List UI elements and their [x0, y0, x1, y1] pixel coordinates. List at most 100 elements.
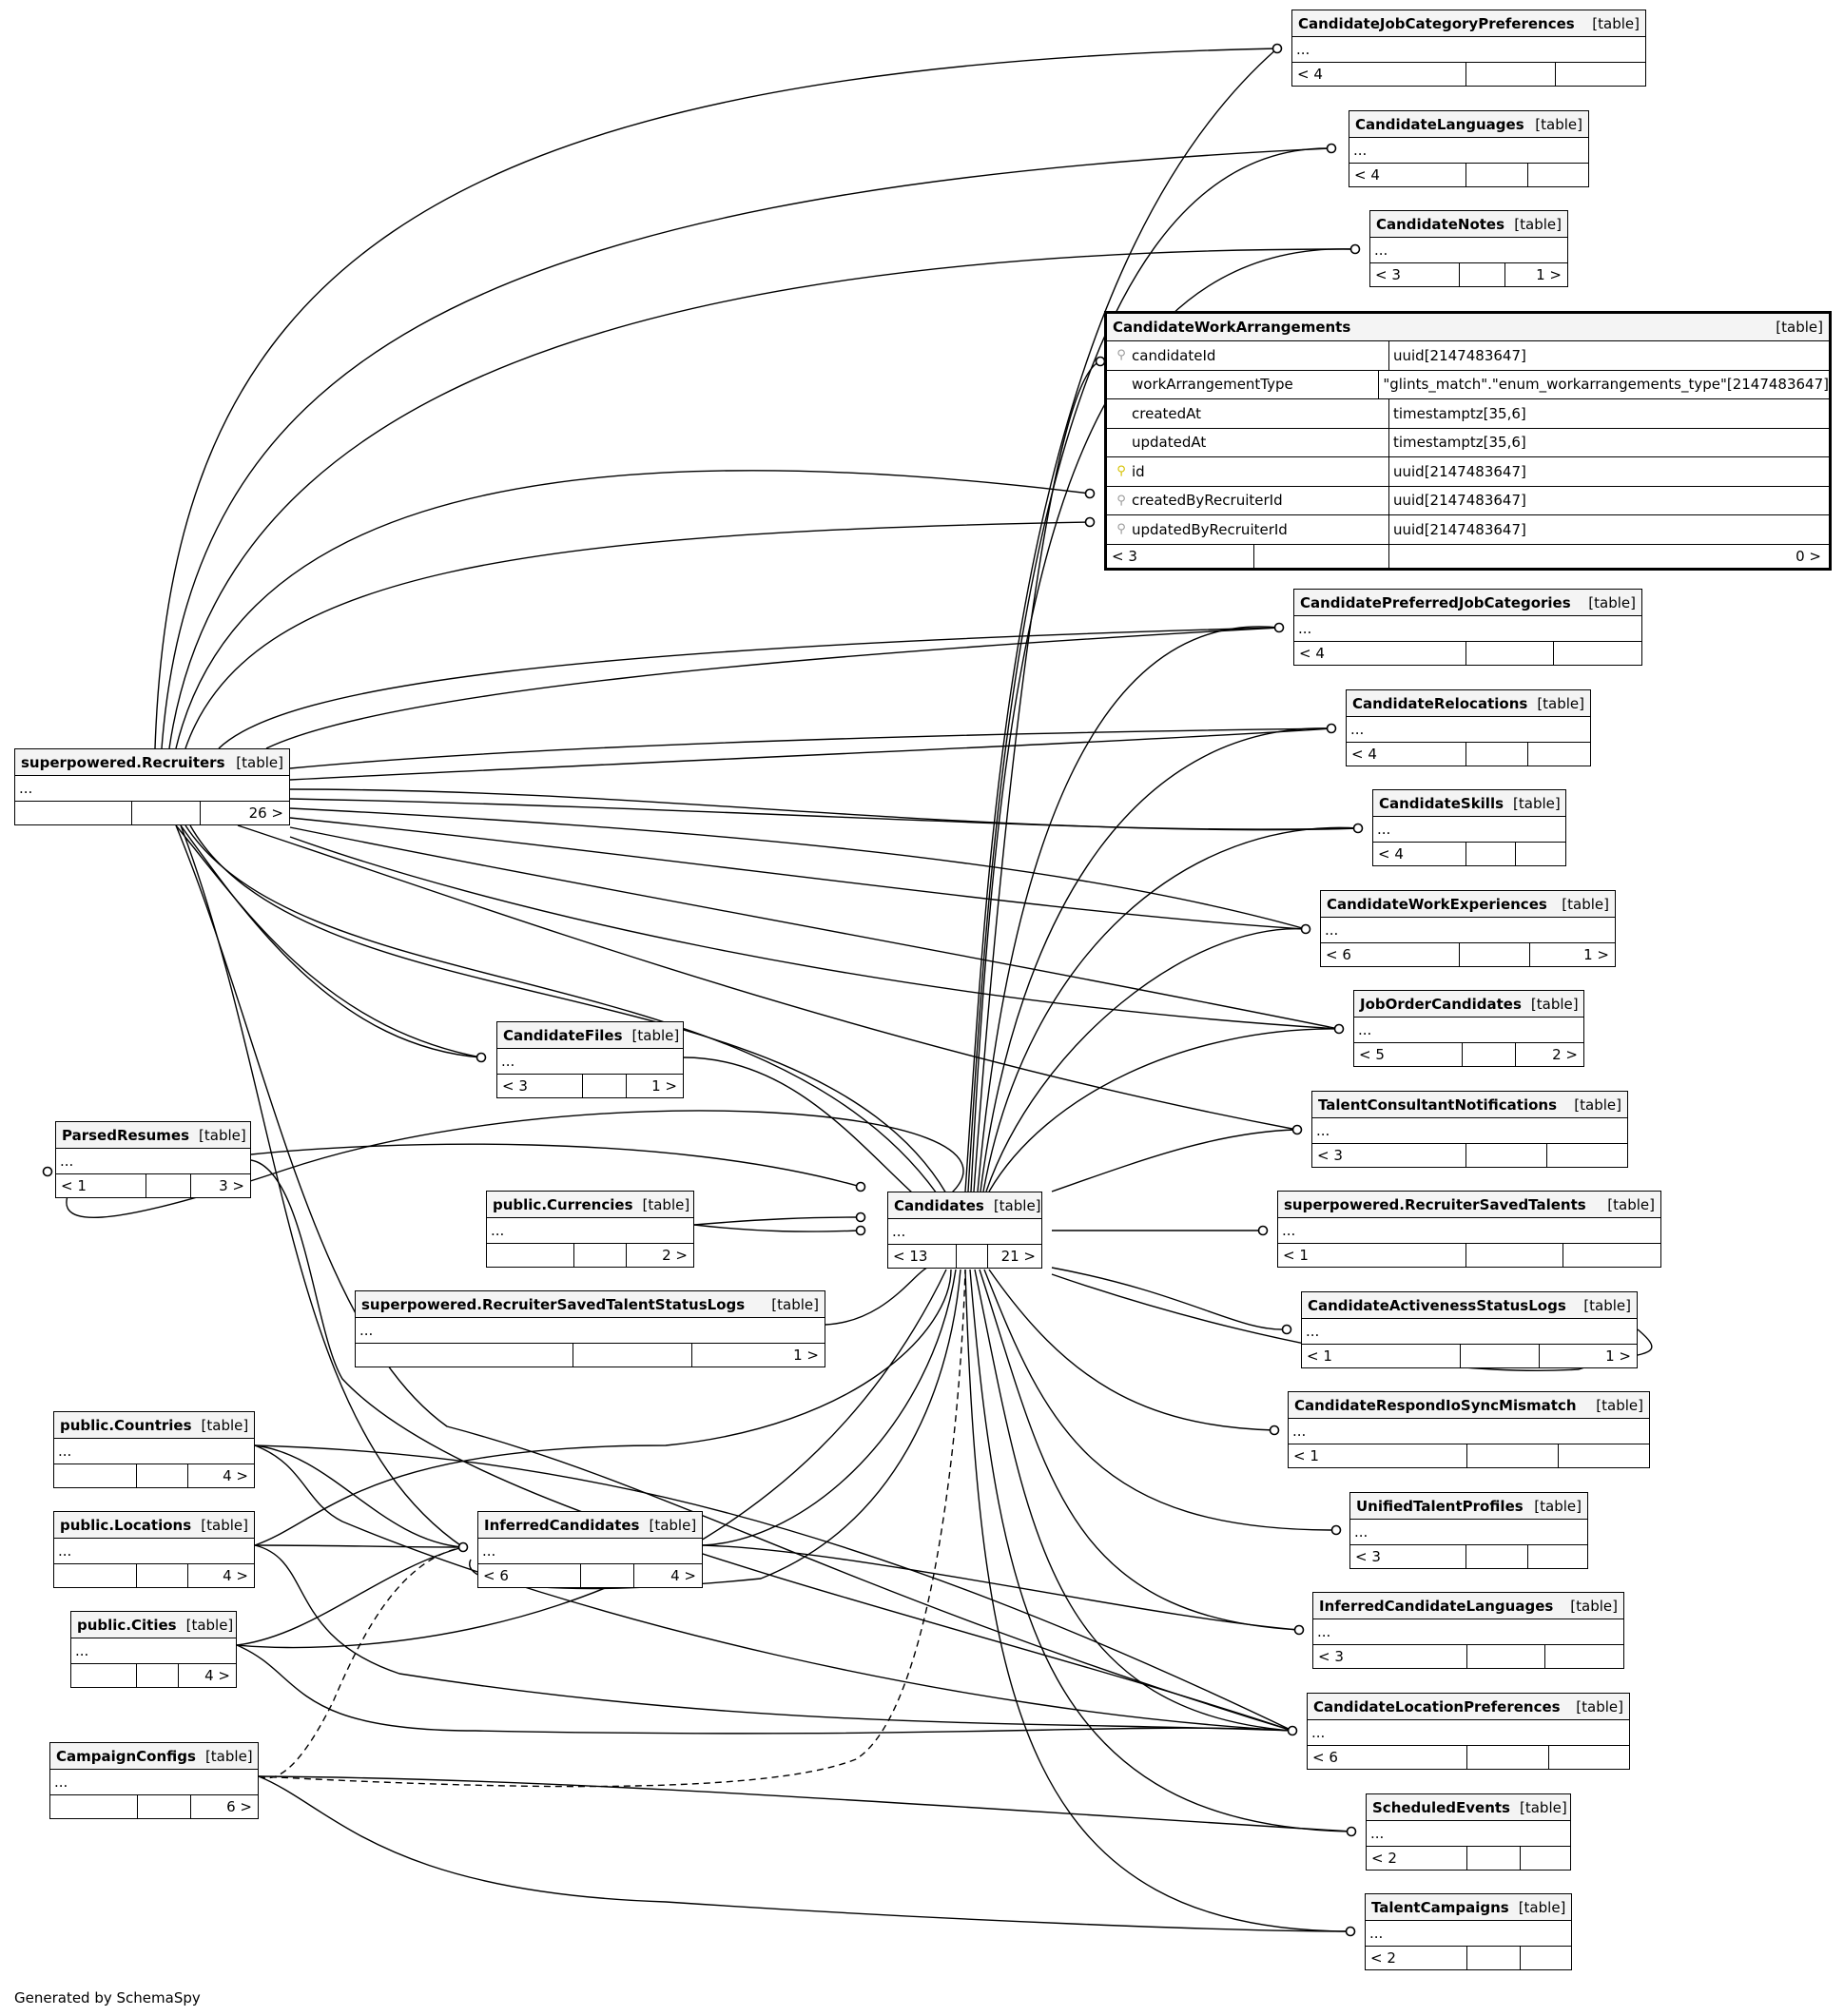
child-count: 0 > — [1795, 547, 1821, 565]
child-count — [1545, 1645, 1623, 1668]
relationship-end-marker — [1326, 723, 1337, 734]
parent-count: < 13 — [888, 1245, 957, 1268]
relationship-end-marker — [1345, 1926, 1356, 1937]
table-candidate-work-arrangements[interactable]: CandidateWorkArrangements[table] ⚲candid… — [1104, 311, 1832, 571]
table-columns-collapsed: ... — [1366, 1921, 1571, 1947]
relationship-end-marker — [1352, 823, 1364, 834]
relationship-line — [683, 1056, 914, 1194]
relationship-line — [702, 1269, 957, 1546]
relationship-line — [969, 1269, 1352, 1832]
table-name: superpowered.RecruiterSavedTalentStatusL… — [361, 1295, 746, 1313]
generated-by-note: Generated by SchemaSpy — [14, 1989, 201, 2006]
table-candidate-respondio-sync-mismatch[interactable]: CandidateRespondIoSyncMismatch[table] ..… — [1288, 1391, 1650, 1468]
table-columns-collapsed: ... — [1278, 1218, 1660, 1244]
table-candidate-relocations[interactable]: CandidateRelocations[table] ... < 4 — [1346, 689, 1591, 766]
table-columns-collapsed: ... — [1294, 616, 1641, 642]
column-name: updatedAt — [1132, 434, 1207, 452]
table-recruiter-saved-talent-status-logs[interactable]: superpowered.RecruiterSavedTalentStatusL… — [355, 1290, 825, 1367]
table-tag: [table] — [1596, 1396, 1643, 1414]
table-scheduled-events[interactable]: ScheduledEvents[table] ... < 2 — [1366, 1793, 1571, 1871]
relationship-line — [702, 1544, 1300, 1631]
table-columns-collapsed: ... — [888, 1219, 1041, 1245]
table-tag: [table] — [204, 1747, 253, 1765]
table-talent-campaigns[interactable]: TalentCampaigns[table] ... < 2 — [1365, 1893, 1572, 1970]
table-name: CandidateActivenessStatusLogs — [1308, 1296, 1566, 1314]
table-name: CandidateLanguages — [1355, 115, 1524, 133]
parent-count: < 2 — [1367, 1847, 1467, 1870]
table-name: ScheduledEvents — [1372, 1798, 1510, 1816]
relationship-end-marker — [1346, 1826, 1357, 1837]
table-candidate-languages[interactable]: CandidateLanguages[table] ... < 4 — [1349, 110, 1589, 187]
table-public-currencies[interactable]: public.Currencies[table] ... 2 > — [486, 1191, 694, 1268]
parent-count: < 3 — [1107, 544, 1254, 568]
relationship-line — [254, 1444, 1293, 1732]
relationship-line — [988, 1269, 1275, 1431]
parent-count — [487, 1244, 574, 1267]
relationship-line — [1051, 1129, 1298, 1192]
relationship-end-marker — [1291, 1124, 1303, 1135]
table-name: InferredCandidateLanguages — [1319, 1597, 1554, 1615]
table-name: TalentConsultantNotifications — [1318, 1095, 1557, 1114]
relationship-line — [180, 824, 464, 1548]
child-count — [1547, 1144, 1627, 1167]
table-unified-talent-profiles[interactable]: UnifiedTalentProfiles[table] ... < 3 — [1349, 1492, 1588, 1569]
foreign-key-icon: ⚲ — [1116, 522, 1126, 537]
column-row: workArrangementType"glints_match"."enum_… — [1107, 370, 1829, 399]
relationship-line — [977, 626, 1280, 1192]
table-name: CandidateJobCategoryPreferences — [1298, 14, 1575, 32]
relationship-line — [289, 817, 1307, 930]
relationship-end-marker — [1084, 488, 1096, 499]
table-tag: [table] — [1576, 1697, 1623, 1716]
parent-count — [356, 1344, 573, 1367]
table-recruiter-saved-talents[interactable]: superpowered.RecruiterSavedTalents[table… — [1277, 1191, 1661, 1268]
table-candidate-job-category-preferences[interactable]: CandidateJobCategoryPreferences[table] .… — [1291, 10, 1646, 87]
table-name: CandidateFiles — [503, 1026, 623, 1044]
relationship-line — [983, 1269, 1337, 1531]
table-name: TalentCampaigns — [1371, 1898, 1509, 1916]
relationship-line — [289, 788, 1359, 830]
table-name: CampaignConfigs — [56, 1747, 196, 1765]
child-count: 1 > — [651, 1077, 677, 1095]
table-public-locations[interactable]: public.Locations[table] ... 4 > — [53, 1511, 255, 1588]
relationship-end-marker — [1326, 143, 1337, 154]
table-candidate-skills[interactable]: CandidateSkills[table] ... < 4 — [1372, 789, 1566, 866]
relationship-line — [66, 1110, 964, 1218]
table-tag: [table] — [1583, 1296, 1631, 1314]
relationship-line — [985, 928, 1307, 1192]
column-name: createdByRecruiterId — [1132, 492, 1283, 510]
relationship-line — [289, 836, 1340, 1030]
relationship-end-marker — [855, 1181, 866, 1192]
relationship-line — [979, 1269, 1300, 1631]
child-count: 1 > — [1583, 946, 1609, 963]
relationship-line — [964, 1269, 1351, 1932]
child-count: 4 > — [204, 1667, 230, 1684]
table-inferred-candidate-languages[interactable]: InferredCandidateLanguages[table] ... < … — [1312, 1592, 1624, 1669]
child-count: 2 > — [662, 1247, 688, 1264]
child-count: 6 > — [226, 1798, 252, 1815]
table-superpowered-recruiters[interactable]: superpowered.Recruiters[table] ... 26 > — [14, 748, 290, 825]
column-name: id — [1132, 462, 1145, 480]
relationship-line — [973, 360, 1101, 1192]
child-count: 4 > — [223, 1467, 248, 1484]
table-public-countries[interactable]: public.Countries[table] ... 4 > — [53, 1411, 255, 1488]
table-candidate-preferred-job-categories[interactable]: CandidatePreferredJobCategories[table] .… — [1293, 589, 1642, 666]
table-talent-consultant-notifications[interactable]: TalentConsultantNotifications[table] ...… — [1311, 1091, 1628, 1168]
table-public-cities[interactable]: public.Cities[table] ... 4 > — [70, 1611, 237, 1688]
table-candidate-location-preferences[interactable]: CandidateLocationPreferences[table] ... … — [1307, 1693, 1630, 1770]
table-tag: [table] — [642, 1195, 690, 1213]
table-campaign-configs[interactable]: CampaignConfigs[table] ... 6 > — [49, 1742, 259, 1819]
relationship-end-marker — [1281, 1324, 1292, 1335]
relationship-line — [258, 1775, 1352, 1832]
table-candidate-activeness-status-logs[interactable]: CandidateActivenessStatusLogs[table] ...… — [1301, 1291, 1638, 1368]
relationship-end-marker — [457, 1541, 469, 1553]
relationship-end-marker — [1333, 1023, 1345, 1035]
